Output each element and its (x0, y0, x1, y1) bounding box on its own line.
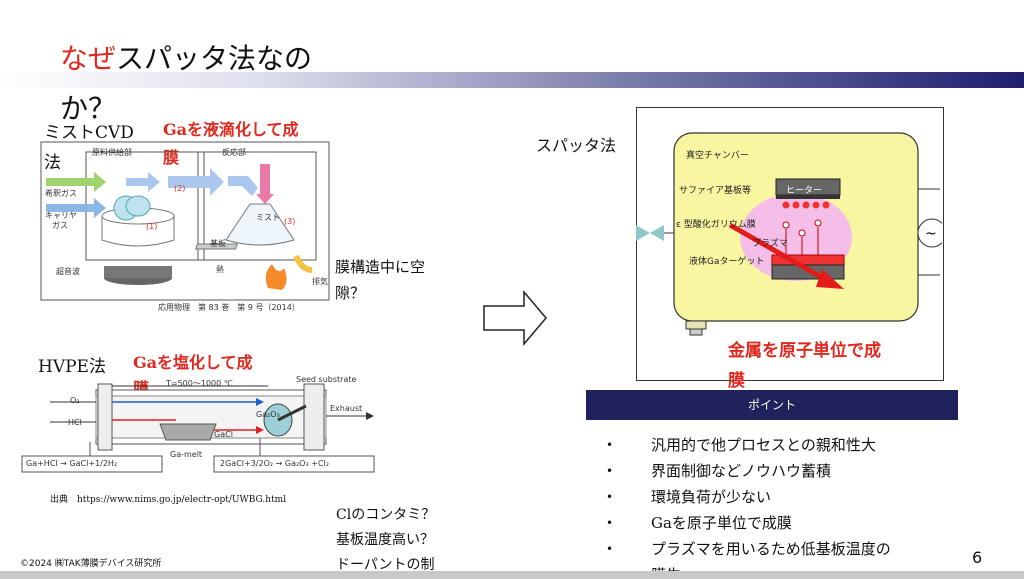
page-number: 6 (972, 548, 983, 567)
mist-label-line2: 法 (44, 153, 61, 173)
mist-step1: (1) (146, 222, 158, 231)
list-item: •界面制御などノウハウ蓄積 (606, 462, 832, 480)
hvpe-ga-melt: Ga-melt (170, 450, 203, 459)
hollow-right-arrow (483, 290, 547, 346)
list-item: •プラズマを用いるため低基板温度の (606, 540, 891, 558)
title-band (0, 72, 1024, 88)
mist-feed-section: 原料供給部 (92, 148, 132, 157)
point-list: •汎用的で他プロセスとの親和性大 •界面制御などノウハウ蓄積 •環境負荷が少ない… (596, 432, 976, 576)
hvpe-diagram (21, 383, 375, 473)
hvpe-ga2o3: Ga₂O₃ (256, 410, 280, 419)
hvpe-label: HVPE法 (38, 357, 106, 377)
svg-text:~: ~ (925, 226, 937, 242)
hvpe-reaction2: 2GaCl+3/2O₂ → Ga₂O₃ +Cl₂ (220, 459, 329, 468)
sputter-substrate: サファイア基板等 (679, 186, 752, 196)
mist-step3: (3) (284, 217, 296, 226)
mist-cvd-diagram (40, 141, 330, 301)
mist-ultrasonic: 超音波 (56, 267, 80, 276)
hvpe-note-line1: Gaを塩化して成 (133, 353, 253, 372)
hvpe-issue: 基板温度高い？ (336, 532, 434, 548)
mist-step2: (2) (174, 184, 186, 193)
mist-note: Gaを液滴化して成 膜 (163, 116, 299, 172)
list-item: •Gaを原子単位で成膜 (606, 514, 792, 532)
bottom-scroll-strip (0, 571, 1024, 579)
sputter-film: ε 型酸化ガリウム膜 (676, 220, 756, 230)
hvpe-exhaust: Exhaust (330, 404, 363, 413)
list-item: •汎用的で他プロセスとの親和性大 (606, 436, 876, 454)
hvpe-reaction1: Ga+HCl → GaCl+1/2H₂ (26, 459, 118, 468)
mist-citation: 応用物理 第 83 巻 第 9 号（2014） (158, 303, 300, 312)
hvpe-hcl: HCl (68, 418, 82, 427)
hvpe-gacl: GaCl (214, 430, 233, 439)
mist-carrier-gas-1: キャリヤ (45, 211, 77, 220)
point-header: ポイント (586, 390, 958, 420)
mist-dilution-gas: 希釈ガス (45, 189, 77, 198)
sputter-heater: ヒーター (786, 186, 823, 196)
hvpe-issue: Clのコンタミ？ (336, 507, 436, 523)
hvpe-o2: O₂ (70, 396, 80, 405)
mist-heat: 熱 (216, 265, 224, 274)
mist-label: ミストCVD 法 (44, 118, 134, 178)
sputter-note: 金属を原子単位で成 膜 (728, 336, 881, 396)
mist-exhaust: 排気 (312, 277, 328, 286)
sputter-label: スパッタ法 (536, 136, 617, 155)
title-rest: スパッタ法なの (116, 42, 313, 75)
mist-note-line1: Gaを液滴化して成 (163, 120, 299, 139)
sputter-plasma: プラズマ (752, 239, 788, 249)
list-item: •環境負荷が少ない (606, 488, 772, 506)
title-line2: か？ (60, 92, 117, 125)
hvpe-issue: ドーパントの制 (336, 557, 435, 573)
sputter-note-line2: 膜 (728, 371, 745, 391)
mist-note-line2: 膜 (163, 148, 180, 167)
hvpe-seed: Seed substrate (296, 375, 357, 384)
sputter-note-line1: 金属を原子単位で成 (728, 341, 881, 361)
mist-label-line1: ミストCVD (44, 123, 134, 143)
sputter-diagram: ~ (636, 132, 942, 336)
mist-substrate: 基板 (210, 239, 226, 248)
title-highlight: なぜ (60, 42, 117, 75)
hvpe-issues: Clのコンタミ？ 基板温度高い？ ドーパントの制 (336, 503, 435, 578)
sputter-chamber: 真空チャンバー (686, 151, 749, 161)
mist-side-note-line1: 膜構造中に空 (335, 258, 426, 276)
hvpe-temperature: T=500～1000 ℃ (166, 379, 233, 388)
mist-side-note: 膜構造中に空 隙？ (335, 254, 425, 306)
slide-title: なぜスパッタ法なの か？ (60, 34, 360, 134)
mist-reaction-section: 反応部 (222, 148, 246, 157)
mist-side-note-line2: 隙？ (335, 284, 366, 302)
mist-carrier-gas-2: ガス (52, 221, 68, 230)
footer-copyright: ©2024 ㈱TAK薄膜デバイス研究所 (20, 559, 162, 569)
mist-mist: ミスト (256, 213, 280, 222)
source-citation: 出典 https://www.nims.go.jp/electr-opt/UWB… (50, 495, 287, 505)
sputter-target: 液体Gaターゲット (689, 257, 765, 267)
